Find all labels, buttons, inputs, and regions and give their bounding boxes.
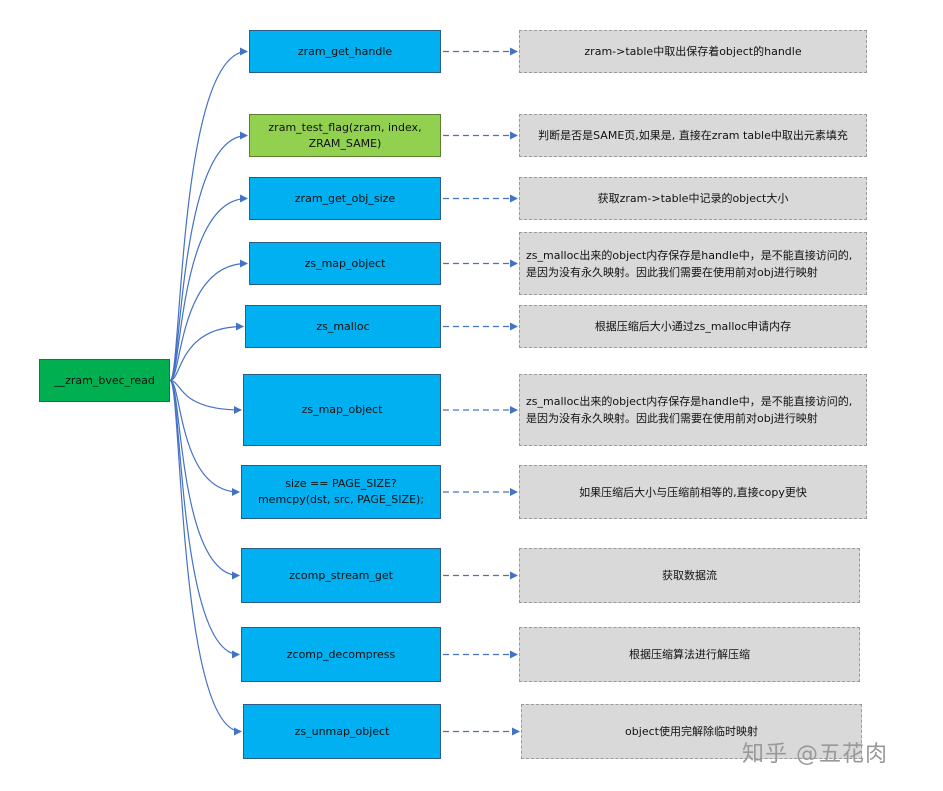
func-label: zram_get_obj_size	[294, 191, 396, 205]
func-label: zs_unmap_object	[294, 724, 390, 738]
func-box-zcomp-stream-get: zcomp_stream_get	[241, 548, 441, 603]
branch-connector	[169, 47, 248, 382]
branch-connector	[169, 259, 248, 382]
func-box-zs-unmap-object: zs_unmap_object	[243, 704, 441, 759]
note-box-zs-map-object-2: zs_malloc出来的object内存保存是handle中，是不能直接访问的,…	[519, 374, 867, 446]
branch-connector	[169, 322, 244, 382]
func-label: zs_malloc	[316, 319, 370, 333]
note-label: 根据压缩算法进行解压缩	[629, 648, 750, 661]
root-node: __zram_bvec_read	[39, 359, 170, 402]
func-label: size == PAGE_SIZE? memcpy(dst, src, PAGE…	[257, 477, 425, 506]
note-box-zs-map-object-1: zs_malloc出来的object内存保存是handle中，是不能直接访问的,…	[519, 232, 867, 295]
note-box-zcomp-decompress: 根据压缩算法进行解压缩	[519, 627, 860, 682]
note-label: zs_malloc出来的object内存保存是handle中，是不能直接访问的,…	[526, 395, 853, 425]
func-label: zs_map_object	[304, 256, 386, 270]
branch-connector	[169, 379, 242, 736]
note-box-zram-test-flag: 判断是否是SAME页,如果是, 直接在zram table中取出元素填充	[519, 114, 867, 157]
note-box-zs-malloc: 根据压缩后大小通过zs_malloc申请内存	[519, 305, 867, 348]
root-label: __zram_bvec_read	[54, 373, 155, 387]
func-box-zs-malloc: zs_malloc	[245, 305, 441, 348]
func-label: zram_test_flag(zram, index, ZRAM_SAME)	[268, 120, 422, 150]
func-box-size-check-memcpy: size == PAGE_SIZE? memcpy(dst, src, PAGE…	[241, 465, 441, 519]
note-label: 根据压缩后大小通过zs_malloc申请内存	[594, 320, 792, 333]
note-label: 判断是否是SAME页,如果是, 直接在zram table中取出元素填充	[538, 129, 848, 142]
func-label: zs_map_object	[301, 403, 383, 416]
func-label: zram_get_handle	[297, 44, 393, 58]
note-label: object使用完解除临时映射	[625, 725, 758, 738]
note-box-zs-unmap-object: object使用完解除临时映射	[521, 704, 862, 759]
func-box-zram-get-obj-size: zram_get_obj_size	[249, 177, 441, 220]
note-box-zcomp-stream-get: 获取数据流	[519, 548, 860, 603]
note-box-zram-get-obj-size: 获取zram->table中记录的object大小	[519, 177, 867, 220]
note-label: zs_malloc出来的object内存保存是handle中，是不能直接访问的,…	[526, 248, 853, 279]
func-label: zcomp_stream_get	[289, 568, 393, 582]
note-box-size-check-memcpy: 如果压缩后大小与压缩前相等的,直接copy更快	[519, 465, 867, 519]
note-label: zram->table中取出保存着object的handle	[584, 45, 802, 58]
branch-connector	[169, 379, 240, 659]
note-label: 获取数据流	[662, 569, 717, 582]
branch-connector	[169, 194, 248, 382]
func-label: zcomp_decompress	[286, 647, 396, 661]
note-label: 获取zram->table中记录的object大小	[597, 192, 789, 205]
watermark: 知乎 @五花肉	[742, 742, 888, 767]
func-box-zcomp-decompress: zcomp_decompress	[241, 627, 441, 682]
func-box-zs-map-object-2: zs_map_object	[243, 374, 441, 446]
branch-connector	[169, 379, 242, 414]
note-label: 如果压缩后大小与压缩前相等的,直接copy更快	[579, 485, 807, 499]
func-box-zs-map-object-1: zs_map_object	[249, 242, 441, 285]
branch-connector	[169, 131, 248, 382]
func-box-zram-get-handle: zram_get_handle	[249, 30, 441, 73]
branch-connector	[169, 379, 240, 496]
note-box-zram-get-handle: zram->table中取出保存着object的handle	[519, 30, 867, 73]
func-box-zram-test-flag: zram_test_flag(zram, index, ZRAM_SAME)	[249, 114, 441, 157]
